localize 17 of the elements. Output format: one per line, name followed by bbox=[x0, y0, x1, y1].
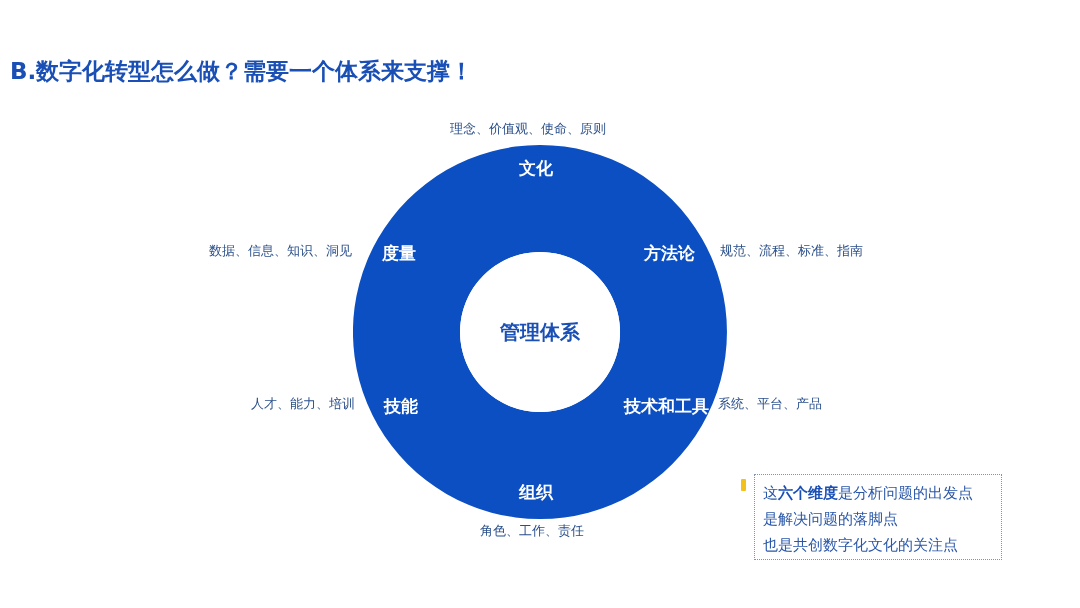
dimension-label: 组织 bbox=[519, 480, 553, 504]
description-text: 人才、能力、培训 bbox=[251, 395, 355, 413]
description-text: 系统、平台、产品 bbox=[718, 395, 822, 413]
note-text: 也是共创数字化文化的关注点 bbox=[763, 535, 959, 556]
note-text: 是解决问题的落脚点 bbox=[763, 509, 899, 530]
description-text: 数据、信息、知识、洞见 bbox=[209, 242, 352, 260]
note-text: 这六个维度是分析问题的出发点 bbox=[763, 483, 974, 504]
dimension-label: 文化 bbox=[519, 156, 553, 180]
description-text: 规范、流程、标准、指南 bbox=[720, 242, 863, 260]
dimension-label: 技能 bbox=[384, 394, 418, 418]
dimension-label: 技术和工具 bbox=[623, 394, 709, 418]
center-label: 管理体系 bbox=[500, 318, 580, 346]
description-text: 角色、工作、责任 bbox=[480, 522, 584, 540]
dimension-label: 方法论 bbox=[643, 241, 695, 265]
title: B.数字化转型怎么做？需要一个体系来支撑！ bbox=[10, 57, 474, 86]
description-text: 理念、价值观、使命、原则 bbox=[450, 120, 606, 138]
dimension-label: 度量 bbox=[382, 241, 416, 265]
